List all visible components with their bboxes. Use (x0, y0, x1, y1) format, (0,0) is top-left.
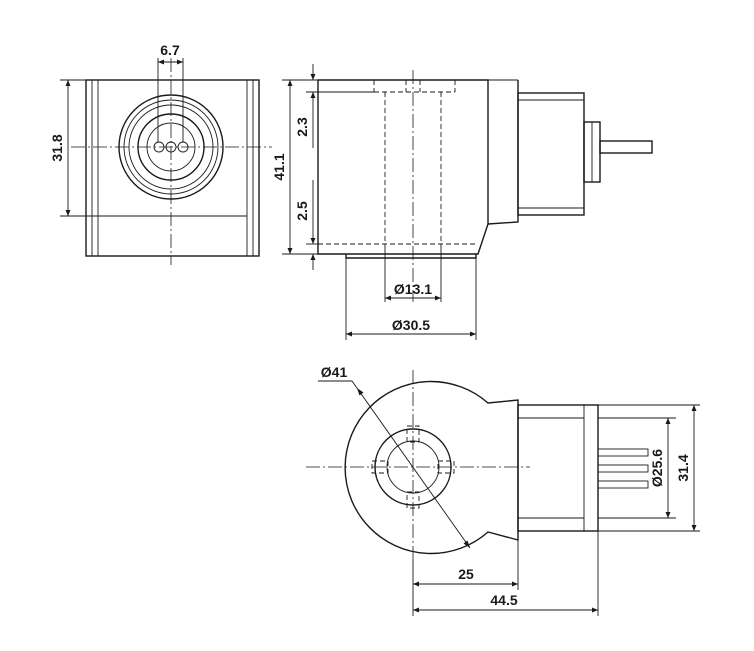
dim-body-diameter: Ø41 (321, 364, 348, 380)
dim-center-to-shoulder: 25 (458, 566, 474, 582)
dim-top-offset: 2.3 (294, 117, 310, 137)
top-pin-3 (597, 480, 649, 489)
side-wire (599, 140, 653, 154)
dim-center-to-connector: 44.5 (490, 592, 517, 608)
dim-base-diameter: Ø30.5 (392, 317, 430, 333)
dim-connector-diameter: Ø25.6 (649, 449, 665, 487)
dim-pin-pitch: 6.7 (160, 42, 180, 58)
dim-connector-height: 31.4 (675, 454, 691, 481)
top-body-outline (344, 380, 519, 555)
dim-bore-diameter: Ø13.1 (394, 281, 432, 297)
top-pin-2 (597, 464, 649, 473)
side-view: 41.1 2.3 2.5 Ø13.1 Ø30.5 (271, 64, 653, 340)
side-body-outline (317, 79, 489, 255)
top-view: Ø41 Ø25.6 31.4 25 44.5 (306, 364, 700, 616)
top-connector-housing (517, 404, 599, 532)
side-connector-housing (517, 92, 585, 216)
side-base (345, 254, 477, 259)
top-pin-1 (597, 448, 649, 457)
dim-total-height: 41.1 (271, 153, 287, 180)
dim-front-height: 31.8 (49, 134, 65, 161)
front-view: 6.7 31.8 (49, 42, 272, 265)
dim-bottom-offset: 2.5 (294, 201, 310, 221)
front-body-outline (85, 79, 260, 257)
